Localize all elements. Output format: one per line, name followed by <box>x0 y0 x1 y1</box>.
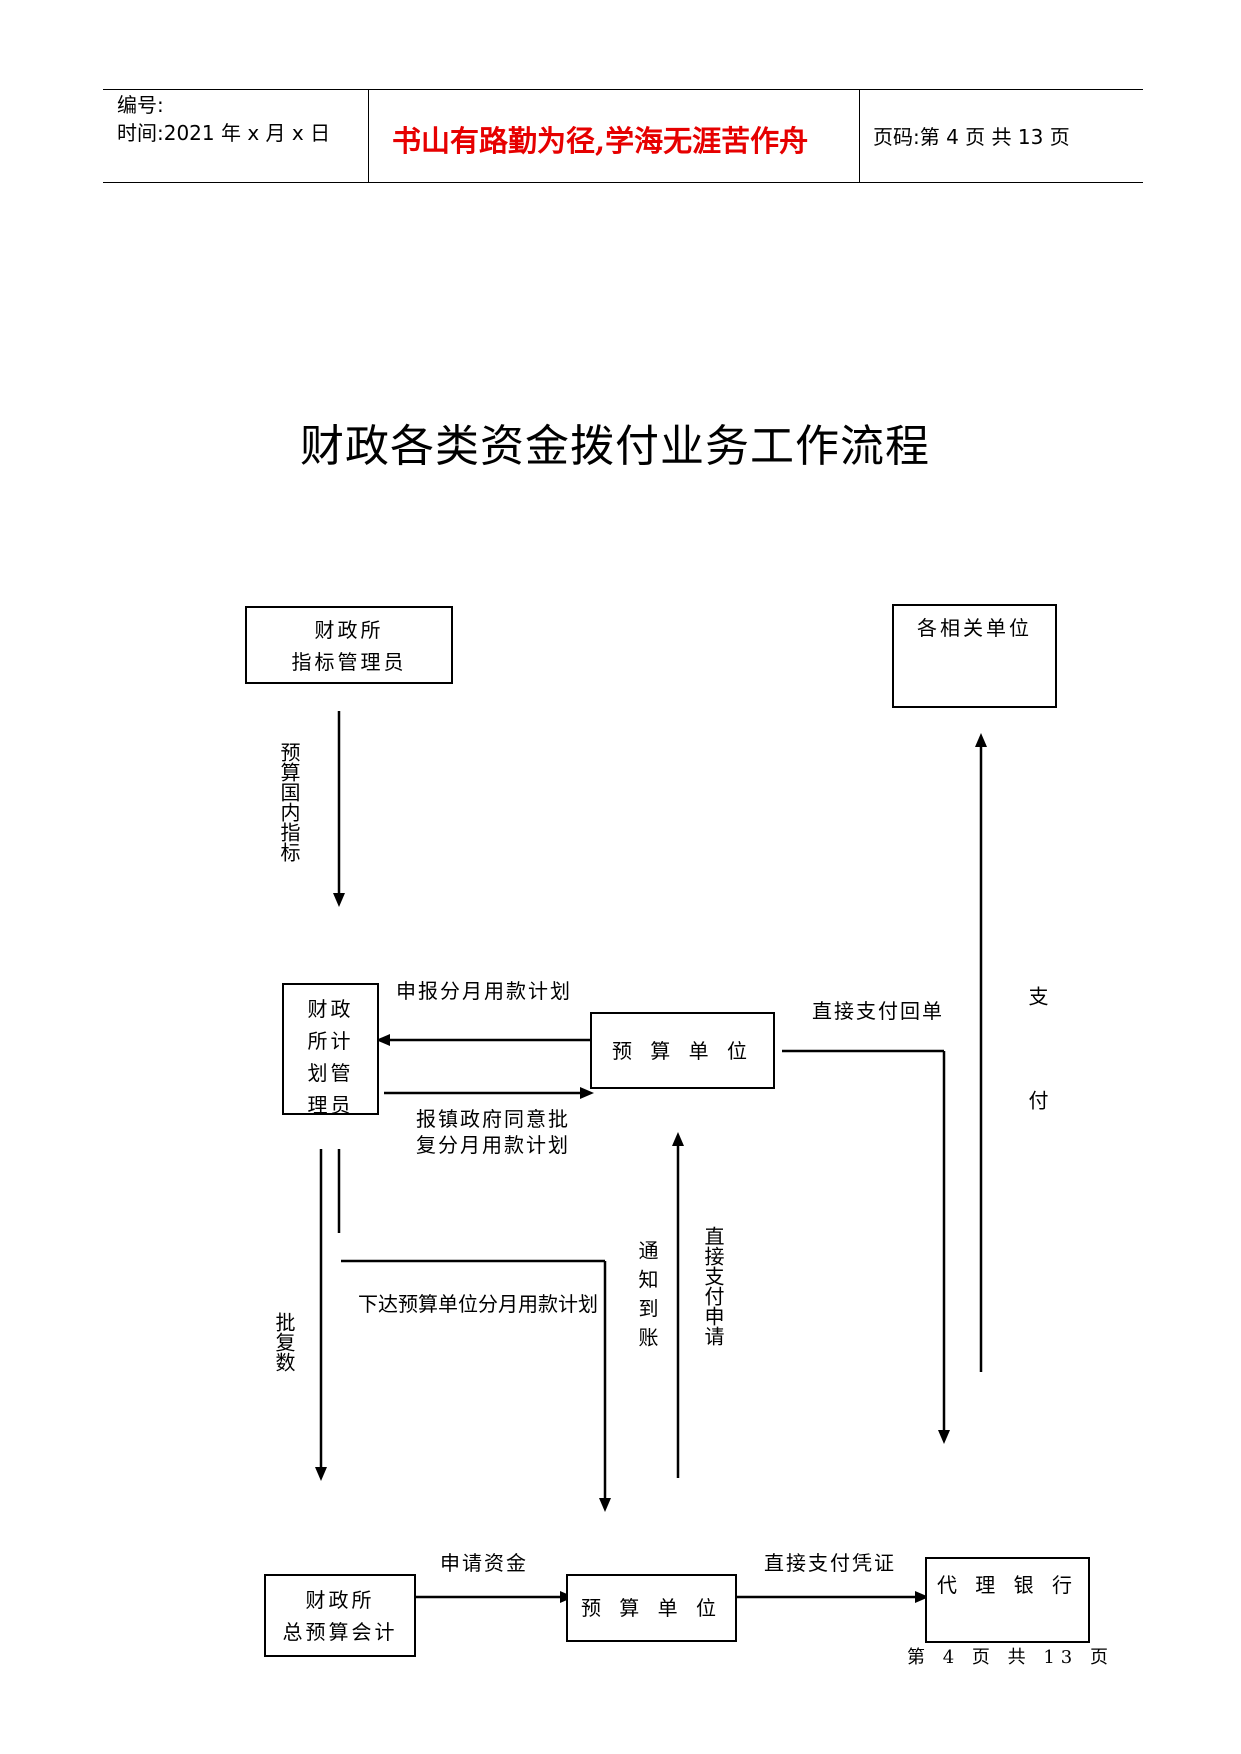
box-general-accountant: 财政所 总预算会计 <box>264 1574 416 1657</box>
box-related-units-label: 各相关单位 <box>917 616 1032 640</box>
box-index-manager: 财政所 指标管理员 <box>245 606 453 684</box>
box-agent-bank-label: 代 理 银 行 <box>936 1573 1079 1597</box>
box-related-units: 各相关单位 <box>892 604 1057 708</box>
label-payment: 支 付 <box>1025 986 1049 1140</box>
box-budget-unit-top: 预 算 单 位 <box>590 1012 775 1089</box>
label-notify-arrival: 通知到账 <box>635 1240 659 1356</box>
motto: 书山有路勤为径,学海无涯苦作舟 <box>392 124 809 158</box>
box-budget-unit-bottom-label: 预 算 单 位 <box>580 1596 723 1620</box>
serial-label: 编号: <box>117 93 164 117</box>
label-budget-domestic-index: 预算国内指标 <box>277 742 301 862</box>
box-general-accountant-line1: 财政所 <box>305 1588 375 1612</box>
box-index-manager-line1: 财政所 <box>314 618 384 642</box>
box-budget-unit-top-label: 预 算 单 位 <box>611 1038 754 1063</box>
box-index-manager-line2: 指标管理员 <box>291 650 407 674</box>
label-town-gov-approval-line2: 复分月用款计划 <box>416 1133 570 1157</box>
box-plan-manager: 财政 所计 划管 理员 <box>282 983 379 1115</box>
label-issue-monthly-plan: 下达预算单位分月用款计划 <box>358 1292 598 1316</box>
time-label: 时间:2021 年 x 月 x 日 <box>117 121 331 145</box>
label-approved-amount: 批复数 <box>272 1312 296 1372</box>
box-plan-manager-line2: 所计 <box>307 1029 354 1053</box>
header-bottom-rule <box>103 182 1143 183</box>
page-footer: 第 4 页 共 13 页 <box>907 1647 1114 1668</box>
header-divider-left <box>368 89 369 183</box>
box-plan-manager-line4: 理员 <box>307 1093 354 1115</box>
header-top-rule <box>103 89 1143 90</box>
label-apply-funds: 申请资金 <box>440 1551 528 1575</box>
page-number-label: 页码:第 4 页 共 13 页 <box>873 125 1070 149</box>
label-town-gov-approval-line1: 报镇政府同意批 <box>416 1107 570 1131</box>
label-monthly-plan-report: 申报分月用款计划 <box>396 979 572 1003</box>
header-divider-right <box>859 89 860 183</box>
box-plan-manager-line3: 划管 <box>307 1061 354 1085</box>
label-direct-pay-voucher: 直接支付凭证 <box>764 1551 896 1575</box>
box-agent-bank: 代 理 银 行 <box>925 1557 1090 1643</box>
page-title: 财政各类资金拨付业务工作流程 <box>300 421 930 472</box>
label-direct-pay-application: 直接支付申请 <box>701 1226 725 1346</box>
box-plan-manager-line1: 财政 <box>307 997 354 1021</box>
box-general-accountant-line2: 总预算会计 <box>282 1620 398 1644</box>
box-budget-unit-bottom: 预 算 单 位 <box>566 1574 737 1642</box>
label-direct-pay-receipt: 直接支付回单 <box>812 999 944 1023</box>
